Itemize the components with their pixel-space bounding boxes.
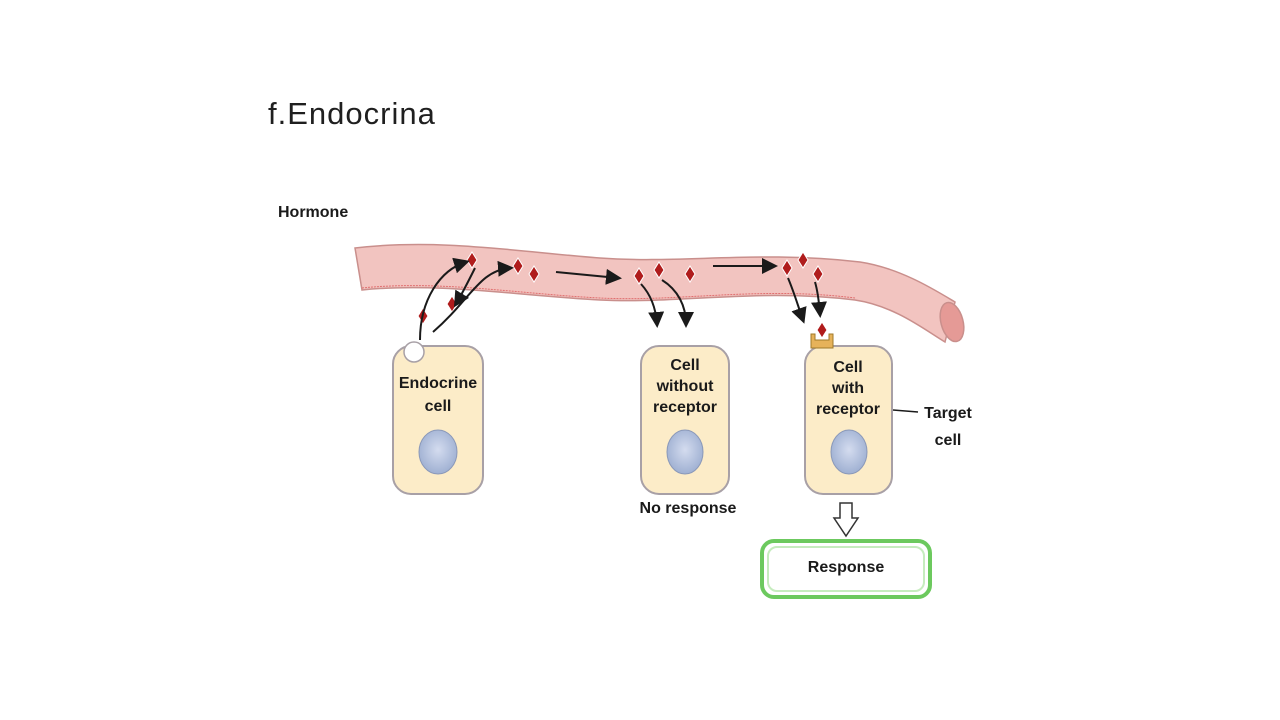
no-response-label: No response bbox=[640, 500, 737, 517]
arrow bbox=[555, 268, 622, 285]
cell-without-receptor: Cell without receptor bbox=[640, 345, 730, 495]
nucleus bbox=[830, 429, 868, 475]
target-cell-label-line2: cell bbox=[935, 432, 962, 449]
cell-without-receptor-label-line2: without bbox=[656, 378, 715, 395]
target-cell-pointer bbox=[892, 409, 919, 413]
hormone-label: Hormone bbox=[278, 204, 348, 221]
hormone-molecule bbox=[633, 267, 645, 285]
cell-with-receptor-label-line1: Cell bbox=[833, 359, 862, 376]
vessel-end bbox=[939, 301, 965, 343]
hollow-down-arrow bbox=[832, 502, 860, 538]
hormone-molecule bbox=[812, 265, 824, 283]
cell-without-receptor-label-line3: receptor bbox=[653, 399, 717, 416]
endocrine-cell-label-line1: Endocrine bbox=[399, 375, 477, 392]
cell-with-receptor: Cell with receptor bbox=[804, 333, 893, 495]
vessel-inner-line bbox=[361, 285, 856, 300]
arrow bbox=[661, 279, 694, 328]
target-cell-label-line1: Target bbox=[924, 405, 972, 422]
hormone-molecule bbox=[816, 321, 828, 339]
arrow bbox=[787, 277, 807, 324]
endocrine-cell-label-line2: cell bbox=[425, 398, 452, 415]
arrow bbox=[419, 257, 470, 341]
hormone-molecule bbox=[512, 257, 524, 275]
cell-without-receptor-label-line1: Cell bbox=[670, 357, 699, 374]
arrow bbox=[640, 283, 665, 328]
nucleus bbox=[666, 429, 704, 475]
secretory-vesicle bbox=[403, 341, 425, 363]
response-box: Response bbox=[760, 539, 932, 599]
arrow bbox=[811, 281, 827, 318]
slide-title: f.Endocrina bbox=[268, 96, 436, 131]
arrow bbox=[453, 267, 476, 308]
cell-with-receptor-label-line3: receptor bbox=[816, 401, 880, 418]
flow-arrows bbox=[419, 257, 827, 341]
nucleus bbox=[418, 429, 458, 475]
arrow bbox=[432, 260, 514, 333]
hormone-molecule bbox=[528, 265, 540, 283]
response-label: Response bbox=[808, 559, 885, 576]
endocrine-cell: Endocrine cell bbox=[392, 341, 484, 495]
hormone-molecule bbox=[781, 259, 793, 277]
blood-vessel bbox=[354, 243, 956, 344]
hormone-molecule bbox=[797, 251, 809, 269]
receptor bbox=[810, 333, 834, 349]
cell-with-receptor-label-line2: with bbox=[831, 380, 864, 397]
hormone-molecule bbox=[653, 261, 665, 279]
hormone-molecule bbox=[684, 265, 696, 283]
